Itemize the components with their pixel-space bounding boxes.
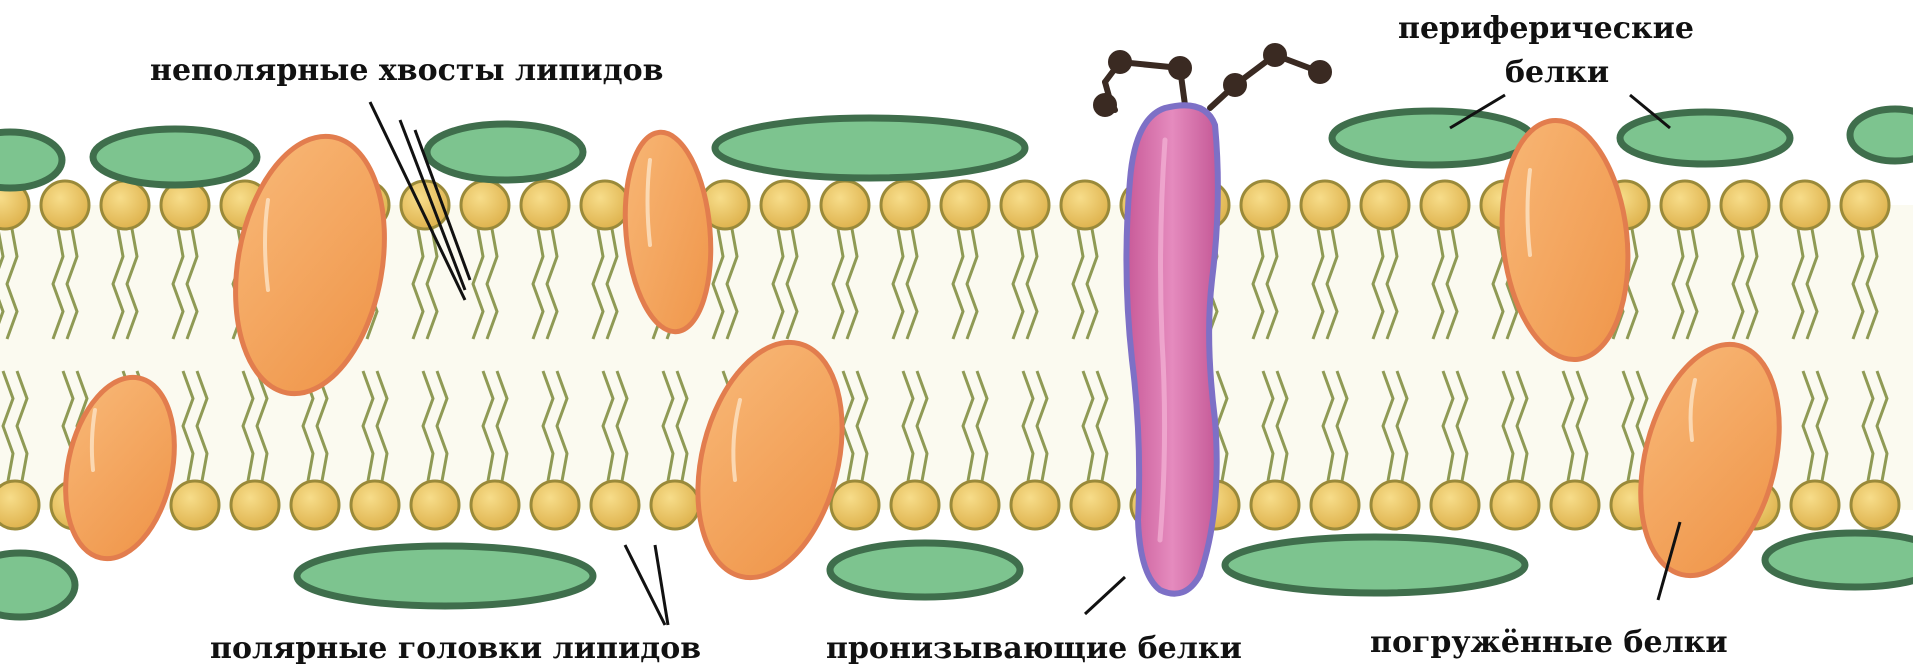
lipid-head	[41, 181, 89, 229]
peripheral-protein	[427, 124, 583, 180]
label-peripheral-line2: белки	[1505, 55, 1609, 90]
peripheral-protein	[1765, 533, 1913, 587]
label-nonpolar-tails: неполярные хвосты липидов	[150, 53, 663, 88]
lipid-head	[101, 181, 149, 229]
lipid-head	[351, 481, 399, 529]
peripheral-protein	[0, 553, 75, 617]
lipid-head	[1001, 181, 1049, 229]
lipid-head	[1011, 481, 1059, 529]
lipid-head	[1071, 481, 1119, 529]
lipid-head	[651, 481, 699, 529]
lipid-head	[831, 481, 879, 529]
peripheral-protein	[0, 132, 62, 188]
lipid-head	[1851, 481, 1899, 529]
peripheral-protein	[830, 543, 1020, 597]
peripheral-protein	[1620, 112, 1790, 164]
lipid-head	[821, 181, 869, 229]
lipid-head	[0, 481, 39, 529]
peripheral-protein	[1850, 109, 1913, 161]
lipid-head	[1361, 181, 1409, 229]
lipid-head	[461, 181, 509, 229]
lipid-head	[521, 181, 569, 229]
peripheral-protein	[297, 546, 593, 606]
lipid-head	[1841, 181, 1889, 229]
transmembrane-protein	[1126, 105, 1217, 593]
lipid-head	[1251, 481, 1299, 529]
lipid-head	[231, 481, 279, 529]
lipid-head	[1791, 481, 1839, 529]
peripheral-protein	[1332, 111, 1532, 165]
peripheral-protein	[1225, 537, 1525, 593]
lipid-head	[471, 481, 519, 529]
lipid-head	[891, 481, 939, 529]
lipid-head	[1301, 181, 1349, 229]
label-embedded: погружённые белки	[1370, 625, 1728, 660]
lipid-head	[761, 181, 809, 229]
lipid-head	[591, 481, 639, 529]
label-polar-heads: полярные головки липидов	[210, 631, 701, 666]
lipid-head	[1371, 481, 1419, 529]
lipid-head	[1241, 181, 1289, 229]
lipid-head	[1491, 481, 1539, 529]
lipid-head	[1421, 181, 1469, 229]
lipid-head	[1551, 481, 1599, 529]
peripheral-protein	[715, 118, 1025, 178]
lipid-head	[1721, 181, 1769, 229]
lipid-head	[291, 481, 339, 529]
peripheral-protein	[93, 129, 257, 185]
lipid-head	[1061, 181, 1109, 229]
lipid-head	[881, 181, 929, 229]
lipid-head	[1661, 181, 1709, 229]
lipid-head	[941, 181, 989, 229]
lipid-head	[1431, 481, 1479, 529]
lipid-head	[411, 481, 459, 529]
lipid-head	[951, 481, 999, 529]
glycoprotein-chain	[1096, 46, 1329, 114]
label-transmembrane: пронизывающие белки	[826, 631, 1242, 666]
lipid-head	[531, 481, 579, 529]
lipid-head	[1311, 481, 1359, 529]
lipid-head	[171, 481, 219, 529]
label-peripheral-line1: периферические	[1398, 11, 1694, 46]
lipid-head	[581, 181, 629, 229]
lipid-head	[1781, 181, 1829, 229]
